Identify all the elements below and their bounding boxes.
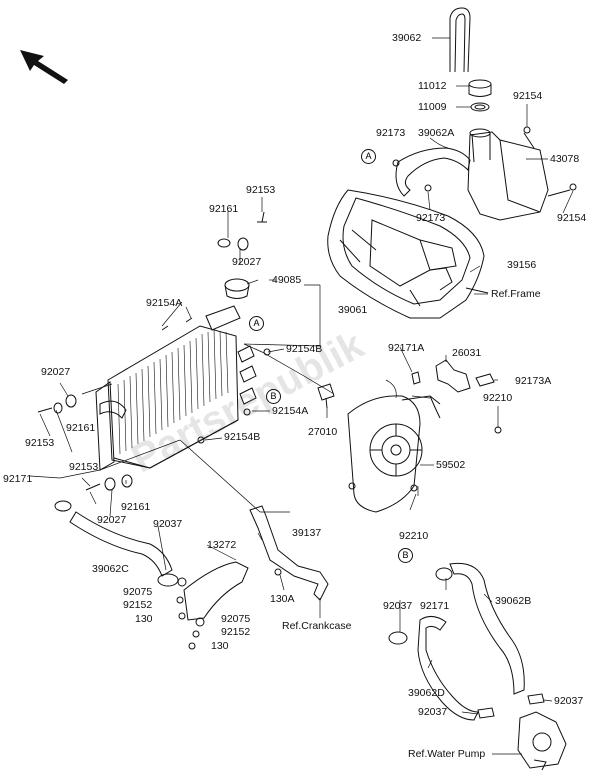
part-label-92154b-mid: 92154B [224,431,261,443]
part-label-27010: 27010 [308,426,338,438]
part-label-59502: 59502 [436,459,466,471]
part-label-92171-left: 92171 [3,473,33,485]
part-label-92153-bottom: 92153 [69,461,99,473]
part-label-26031: 26031 [452,347,482,359]
fan-relay-drawing [411,359,502,434]
part-label-92037-mid: 92037 [383,600,413,612]
reservoir-hose-drawing [392,147,471,197]
part-label-92210-bottom: 92210 [399,530,429,542]
part-label-39137: 39137 [292,527,322,539]
part-label-92027-bottom: 92027 [97,514,127,526]
part-label-39062: 39062 [392,32,422,44]
part-label-92027-left: 92027 [41,366,71,378]
water-pump-hoses-drawing [388,562,545,721]
callout-a-tank: A [361,149,376,164]
ref-water-pump-label: Ref.Water Pump [408,748,486,760]
part-label-92154a-top: 92154A [146,297,183,309]
part-label-92037-bottom-left: 92037 [418,706,448,718]
part-label-39156: 39156 [507,259,537,271]
overflow-hose-drawing [449,7,471,73]
part-label-92027-top: 92027 [232,256,262,268]
part-label-92173-mid: 92173 [416,212,446,224]
ref-frame-label: Ref.Frame [491,288,541,300]
part-label-92161-top: 92161 [209,203,239,215]
frame-drawing [327,189,489,319]
part-label-11012: 11012 [418,80,447,92]
leader-lines [29,37,574,755]
reservoir-tank-drawing [467,126,577,221]
part-label-92037-left: 92037 [153,518,183,530]
part-label-92171-right: 92171 [420,600,450,612]
part-label-130-top: 130 [135,613,153,625]
callout-b-radiator: B [266,389,281,404]
part-label-92171a: 92171A [388,342,425,354]
part-label-92152-bottom: 92152 [221,626,251,638]
part-label-39061: 39061 [338,304,368,316]
cover-drawing [176,561,249,650]
part-label-92154-right: 92154 [557,212,587,224]
part-label-92161-left: 92161 [66,422,96,434]
callout-a-radiator: A [249,316,264,331]
thermo-switch-drawing [317,383,335,409]
part-label-92161-bottom: 92161 [121,501,151,513]
part-label-92173a: 92173A [515,375,552,387]
part-label-130a: 130A [270,593,295,605]
part-label-39062b: 39062B [495,595,532,607]
part-label-11009: 11009 [418,101,447,113]
fan-drawing [347,395,441,513]
part-label-92153-top: 92153 [246,184,276,196]
part-label-92075-bottom: 92075 [221,613,251,625]
part-label-92154a-mid: 92154A [272,405,309,417]
water-pump-drawing [517,711,567,771]
ref-crankcase-label: Ref.Crankcase [282,620,352,632]
part-label-130-bottom: 130 [211,640,229,652]
part-label-39062c: 39062C [92,563,129,575]
radiator-drawing [95,278,257,471]
part-label-43078: 43078 [550,153,580,165]
part-label-92075-top: 92075 [123,586,153,598]
part-label-92154b-top: 92154B [286,343,323,355]
part-label-92154-top: 92154 [513,90,543,102]
part-label-92173-top: 92173 [376,127,406,139]
bracket-drawing [249,505,329,601]
callout-b-hose: B [398,548,413,563]
part-label-92153-left: 92153 [25,437,55,449]
small-parts-drawing [37,211,271,491]
part-label-49085: 49085 [272,274,302,286]
part-label-92037-bottom-right: 92037 [554,695,584,707]
part-label-39062d: 39062D [408,687,445,699]
reservoir-cap-drawing [468,79,492,112]
part-label-13272: 13272 [207,539,237,551]
part-label-92152-top: 92152 [123,599,153,611]
part-label-92210-top: 92210 [483,392,513,404]
front-direction-arrow-icon [20,50,68,84]
part-label-39062a: 39062A [418,127,455,139]
